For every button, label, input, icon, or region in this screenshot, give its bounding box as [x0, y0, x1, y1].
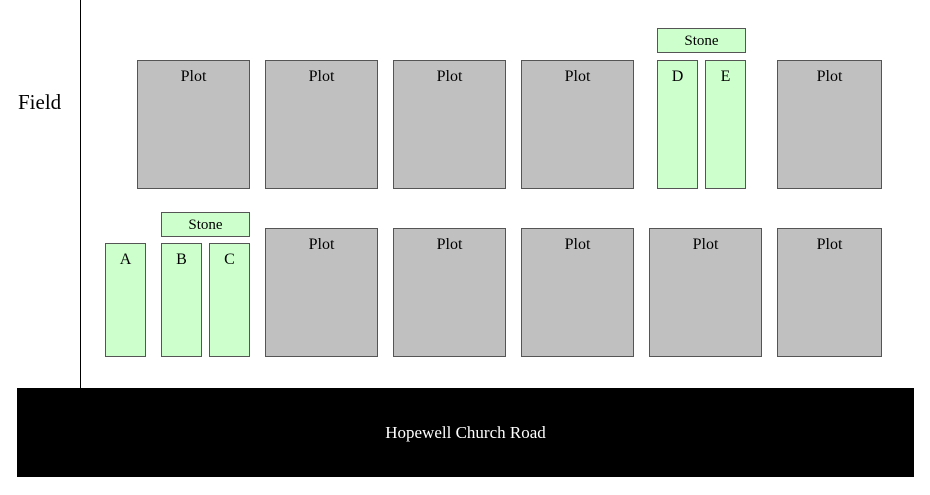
top-stone: Stone [657, 28, 746, 53]
bottom-plot-5: Plot [777, 228, 882, 357]
bottom-plot-1: Plot [265, 228, 378, 357]
bottom-plot-2: Plot [393, 228, 506, 357]
bottom-plot-3: Plot [521, 228, 634, 357]
grave-b: B [161, 243, 202, 357]
road-label: Hopewell Church Road [385, 422, 546, 442]
field-boundary-line [80, 0, 81, 388]
grave-c: C [209, 243, 250, 357]
top-plot-4: Plot [521, 60, 634, 189]
grave-a: A [105, 243, 146, 357]
bottom-plot-4: Plot [649, 228, 762, 357]
bottom-stone: Stone [161, 212, 250, 237]
top-plot-5: Plot [777, 60, 882, 189]
grave-e: E [705, 60, 746, 189]
top-plot-2: Plot [265, 60, 378, 189]
field-label: Field [18, 90, 62, 114]
top-plot-3: Plot [393, 60, 506, 189]
road: Hopewell Church Road [17, 388, 914, 477]
top-plot-1: Plot [137, 60, 250, 189]
grave-d: D [657, 60, 698, 189]
